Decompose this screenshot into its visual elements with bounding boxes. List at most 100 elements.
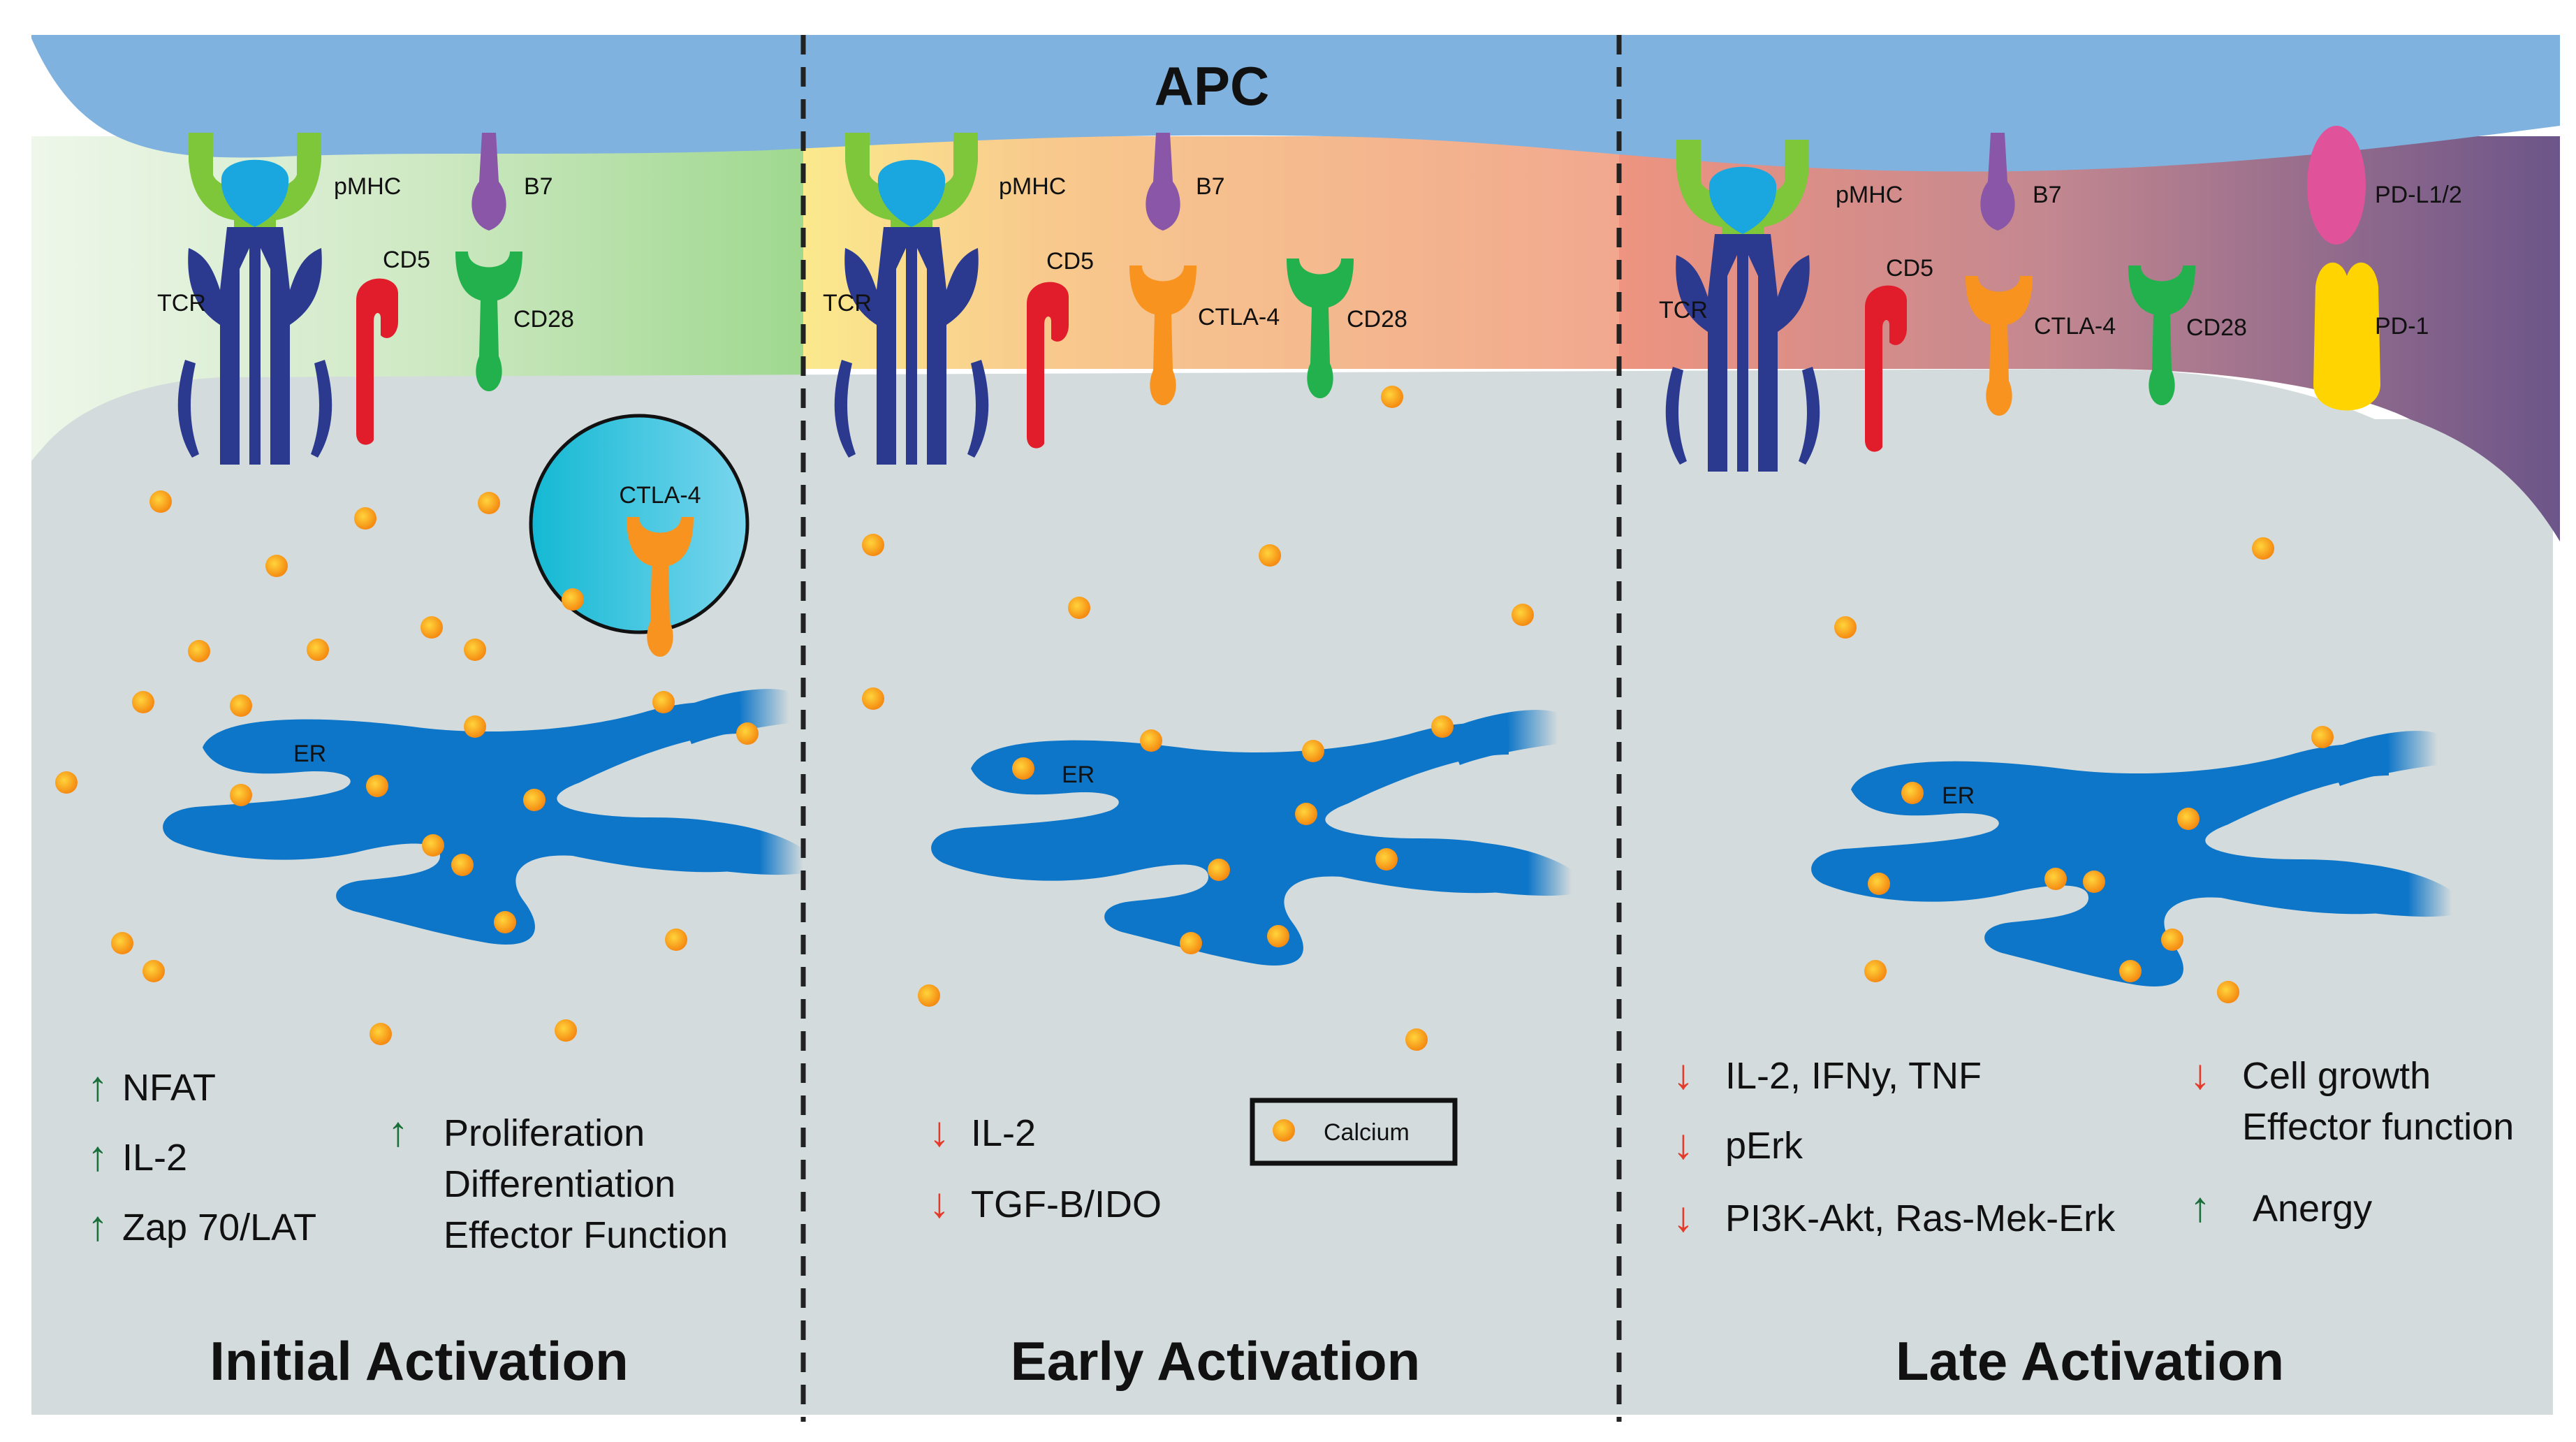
panel-title: Late Activation (1896, 1330, 2284, 1392)
mhc-molecule (845, 133, 978, 227)
mhc-molecule (1676, 140, 1809, 234)
calcium-ion (307, 639, 329, 661)
b7-ligand (1146, 133, 1180, 231)
up-arrow: ↑ (87, 1063, 108, 1109)
calcium-ion (2161, 928, 2183, 951)
calcium-ion (2119, 960, 2142, 982)
label-cd28: CD28 (513, 306, 574, 333)
cd3-chain-right (311, 360, 332, 458)
label-ctla4: CTLA-4 (2034, 313, 2116, 340)
peptide (877, 159, 946, 227)
pd1-receptor (2313, 262, 2380, 411)
calcium-ion (2252, 537, 2274, 560)
cd3-chain-left (177, 360, 199, 458)
cd28-receptor (1287, 258, 1354, 398)
calcium-ion (420, 616, 443, 639)
calcium-ion (1381, 386, 1403, 408)
down-arrow: ↓ (1673, 1193, 1694, 1240)
up-arrow: ↑ (87, 1202, 108, 1249)
calcium-ion (862, 687, 884, 710)
cd3-chain-right (1799, 367, 1820, 465)
label-b7: B7 (524, 173, 553, 200)
cd5-receptor (356, 278, 398, 445)
calcium-ion (1068, 597, 1090, 619)
calcium-ion (188, 640, 210, 662)
endoplasmic-reticulum (163, 701, 747, 945)
calcium-ion (523, 789, 546, 811)
er-tail-fade (1474, 842, 1572, 896)
calcium-ion (555, 1019, 577, 1042)
er-tail-fade (705, 821, 803, 875)
effect-item: pErk (1725, 1125, 1803, 1167)
label-tcr: TCR (1659, 297, 1708, 323)
calcium-ion (265, 555, 288, 577)
er-tail-fade (2326, 731, 2438, 786)
cd3-chain-left (1665, 367, 1687, 465)
tcr-receptor (844, 227, 979, 465)
label-cd5: CD5 (383, 247, 430, 273)
down-arrow: ↓ (929, 1179, 950, 1226)
calcium-ion (1302, 740, 1324, 762)
calcium-ion (918, 984, 940, 1007)
calcium-ion (494, 911, 516, 933)
calcium-ion (1901, 782, 1924, 804)
label-pmhc: pMHC (1836, 182, 1903, 208)
calcium-ion (464, 639, 486, 661)
calcium-ion (369, 1023, 392, 1045)
label-ctla4: CTLA-4 (1198, 304, 1280, 330)
effect-item: Proliferation (444, 1112, 645, 1154)
calcium-ion (464, 715, 486, 738)
er-tail-fade (2354, 863, 2452, 917)
calcium-ion (2177, 808, 2200, 830)
legend-label: Calcium (1324, 1119, 1410, 1146)
up-arrow: ↑ (87, 1133, 108, 1179)
calcium-ion (1259, 544, 1281, 567)
calcium-ion (478, 492, 500, 514)
er-label: ER (293, 741, 326, 767)
effect-item: IL-2 (971, 1112, 1036, 1154)
calcium-ion (652, 691, 675, 713)
label-pmhc: pMHC (999, 173, 1066, 200)
calcium-ion (665, 928, 687, 951)
calcium-ion (111, 932, 133, 954)
membrane-band-early (803, 136, 1619, 369)
calcium-ion (1431, 715, 1454, 738)
peptide (1708, 166, 1777, 234)
ctla4-receptor (1129, 265, 1196, 405)
vesicle-label: CTLA-4 (619, 482, 701, 509)
label-tcr: TCR (157, 290, 206, 316)
panel-title: Early Activation (1011, 1330, 1421, 1392)
calcium-ion (142, 960, 165, 982)
label-cd28: CD28 (1347, 306, 1407, 333)
calcium-ion (1012, 757, 1034, 780)
calcium-ion (736, 722, 759, 745)
effect-item: IL-2, IFNy, TNF (1725, 1055, 1982, 1097)
calcium-ion (366, 775, 388, 797)
effect-item: Zap 70/LAT (122, 1207, 316, 1248)
cd28-receptor (2128, 265, 2195, 405)
calcium-ion (1834, 616, 1857, 639)
effect-item: Effector Function (444, 1214, 728, 1256)
b7-ligand (1980, 133, 2015, 231)
effect-item: Cell growth (2242, 1055, 2431, 1097)
effect-item: Anergy (2253, 1188, 2372, 1230)
er-label: ER (1062, 762, 1095, 788)
cd28-receptor (455, 252, 522, 391)
calcium-ion (1868, 873, 1890, 895)
cd5-receptor (1865, 285, 1907, 452)
er-label: ER (1942, 782, 1975, 809)
label-cd28: CD28 (2186, 314, 2247, 341)
apc-cell (31, 35, 2560, 172)
cd5-receptor (1027, 282, 1069, 449)
calcium-ion (354, 507, 376, 530)
calcium-ion (1273, 1119, 1295, 1142)
endoplasmic-reticulum (1811, 743, 2396, 986)
effect-item: IL-2 (122, 1137, 187, 1179)
cd3-chain-left (834, 360, 856, 458)
effect-item: PI3K-Akt, Ras-Mek-Erk (1725, 1197, 2116, 1239)
calcium-ion (1140, 729, 1162, 752)
